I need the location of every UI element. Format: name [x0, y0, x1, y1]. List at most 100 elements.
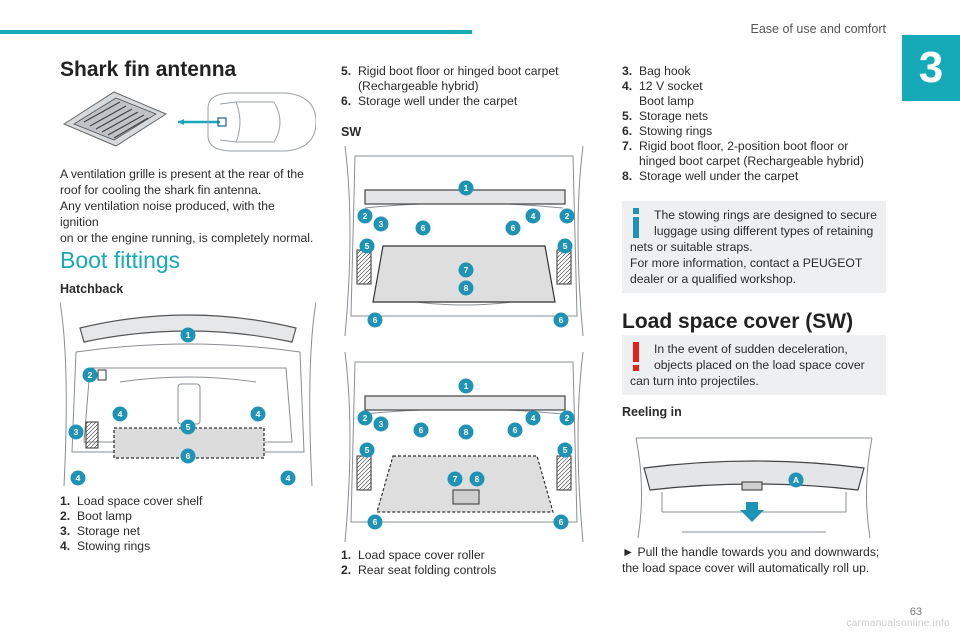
- callout-label: 6: [513, 425, 518, 435]
- text-line: on or the engine running, is completely …: [60, 231, 314, 245]
- callout-label: 2: [363, 211, 368, 221]
- legend-item: 2.Rear seat folding controls: [341, 563, 497, 577]
- load-space-cover-title: Load space cover (SW): [622, 310, 854, 333]
- reeling-diagram: A: [635, 437, 873, 538]
- callout-badge: [557, 238, 573, 254]
- callout-label: 1: [464, 183, 469, 193]
- callout-label: 4: [531, 211, 536, 221]
- legend-item: 6.Stowing rings: [622, 124, 713, 138]
- legend-item: 8.Storage well under the carpet: [622, 169, 799, 183]
- boot-fittings-title: Boot fittings: [60, 247, 181, 273]
- callout-badge: [553, 312, 569, 328]
- text-line: roof for cooling the shark fin antenna.: [60, 183, 262, 197]
- callout-label: 8: [464, 427, 469, 437]
- section-title: Ease of use and comfort: [750, 22, 887, 36]
- text-line: A ventilation grille is present at the r…: [60, 167, 304, 181]
- callout-label: 4: [531, 413, 536, 423]
- callout-label: 3: [74, 427, 79, 437]
- text-line: Any ventilation noise produced, with the…: [60, 199, 275, 229]
- callout-label: 1: [464, 381, 469, 391]
- callout-label: 7: [453, 474, 458, 484]
- legend-item: 7.Rigid boot floor, 2-position boot floo…: [622, 139, 864, 168]
- callout-label: 5: [186, 422, 191, 432]
- callout-badge: [559, 208, 575, 224]
- callout-badge: [70, 470, 86, 486]
- callout-badge: [507, 422, 523, 438]
- ventilation-grille-icon: [62, 91, 168, 147]
- warning-box: In the event of sudden deceleration, obj…: [622, 335, 886, 395]
- hatchback-legend: 1.Load space cover shelf 2.Boot lamp 3.S…: [60, 494, 316, 554]
- shark-fin-illustration: [62, 91, 316, 152]
- callout-badge: [82, 367, 98, 383]
- callout-badge: [413, 422, 429, 438]
- callout-badge: [525, 208, 541, 224]
- legend-item: 4.12 V socket: [622, 79, 703, 93]
- legend-item: Boot lamp: [639, 94, 694, 108]
- callout-label: 2: [363, 413, 368, 423]
- warning-text: In the event of sudden deceleration, obj…: [630, 342, 865, 388]
- callout-badge: [458, 378, 474, 394]
- legend-item: 1.Load space cover shelf: [60, 494, 203, 508]
- sw-label: SW: [341, 125, 362, 139]
- down-arrow-icon: [740, 502, 764, 522]
- sw-legend-continued: 5.Rigid boot floor or hinged boot carpet…: [341, 64, 586, 109]
- callout-badge: [458, 424, 474, 440]
- callout-label: 6: [421, 223, 426, 233]
- callout-label: 5: [563, 445, 568, 455]
- shark-fin-title: Shark fin antenna: [60, 58, 237, 81]
- reeling-in-label: Reeling in: [622, 405, 682, 419]
- callout-label: 4: [76, 473, 81, 483]
- callout-badge: [447, 471, 463, 487]
- callout-label: 2: [565, 211, 570, 221]
- callout-badge: [357, 208, 373, 224]
- chapter-tab: 3: [902, 35, 960, 101]
- callout-label: 6: [186, 451, 191, 461]
- callout-label: 5: [563, 241, 568, 251]
- callout-badge: [553, 514, 569, 530]
- callout-label: 6: [511, 223, 516, 233]
- car-top-view-icon: [207, 92, 316, 152]
- legend-item: 4.Stowing rings: [60, 539, 151, 553]
- legend-item: 1.Load space cover roller: [341, 548, 485, 562]
- callout-label: 6: [559, 315, 564, 325]
- callout-label: 6: [373, 315, 378, 325]
- callout-label: 5: [365, 241, 370, 251]
- page-number: 63: [909, 606, 922, 618]
- info-icon: [633, 208, 639, 238]
- callout-badge: [367, 514, 383, 530]
- sw-legend-3: 3.Bag hook 4.12 V socket Boot lamp 5.Sto…: [622, 64, 886, 184]
- info-text: The stowing rings are designed to secure…: [630, 208, 877, 286]
- callout-badge: [525, 410, 541, 426]
- callout-label: 6: [559, 517, 564, 527]
- callout-badge: [373, 416, 389, 432]
- watermark: carmanualsonline.info: [846, 618, 950, 629]
- callout-badge: [415, 220, 431, 236]
- callout-label: 1: [186, 330, 191, 340]
- callout-badge: [68, 424, 84, 440]
- shark-fin-text: A ventilation grille is present at the r…: [60, 166, 316, 246]
- callout-badge: [359, 442, 375, 458]
- callout-badge: [250, 406, 266, 422]
- callout-badge: [280, 470, 296, 486]
- callout-label: 6: [373, 517, 378, 527]
- callout-label: 3: [379, 219, 384, 229]
- callout-badge: [788, 472, 804, 488]
- callout-badge: [180, 419, 196, 435]
- callout-label: A: [793, 475, 799, 485]
- legend-item: 5.Storage nets: [622, 109, 709, 123]
- callout-badge: [557, 442, 573, 458]
- callout-label: 2: [565, 413, 570, 423]
- callout-label: 5: [365, 445, 370, 455]
- reeling-instruction: ► Pull the handle towards you and downwa…: [622, 545, 880, 575]
- callout-badge: [180, 448, 196, 464]
- callout-label: 4: [256, 409, 261, 419]
- callout-label: 4: [286, 473, 291, 483]
- callout-badge: [559, 410, 575, 426]
- callout-label: 8: [464, 283, 469, 293]
- callout-badge: [180, 327, 196, 343]
- legend-item: 5.Rigid boot floor or hinged boot carpet…: [341, 64, 559, 93]
- callout-badge: [359, 238, 375, 254]
